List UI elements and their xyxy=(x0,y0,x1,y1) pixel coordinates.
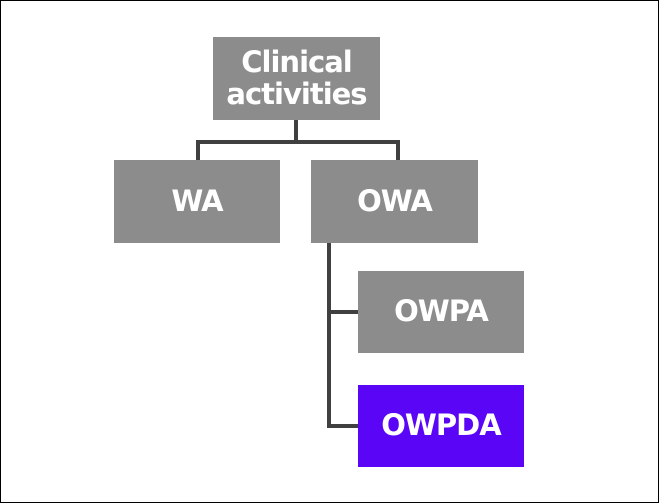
node-label: OWA xyxy=(357,183,433,218)
node-label: OWPDA xyxy=(381,408,501,443)
node-label: WA xyxy=(171,183,223,218)
node-owa: OWA xyxy=(311,160,478,243)
node-wa: WA xyxy=(114,160,280,243)
node-label: OWPA xyxy=(394,294,489,329)
node-clinical-activities: Clinical activities xyxy=(213,37,380,120)
node-owpa: OWPA xyxy=(358,271,524,353)
node-owpda: OWPDA xyxy=(358,385,524,467)
node-label: Clinical activities xyxy=(226,45,367,111)
